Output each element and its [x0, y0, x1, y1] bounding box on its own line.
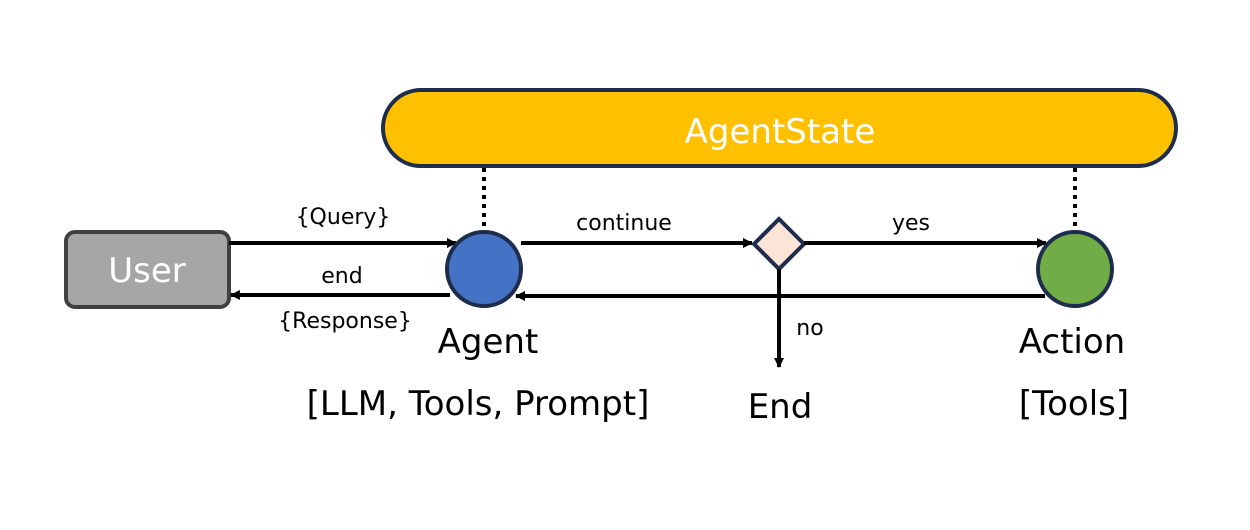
agent-label: Agent	[438, 322, 539, 362]
agent-sublabel: [LLM, Tools, Prompt]	[307, 384, 650, 424]
agent-state-pill	[381, 88, 1178, 168]
response-label: {Response}	[278, 309, 412, 334]
no-label: no	[796, 316, 823, 341]
query-label: {Query}	[296, 205, 391, 230]
end-label: End	[748, 387, 813, 427]
end-return-label: end	[321, 264, 362, 289]
action-label: Action	[1019, 322, 1125, 362]
user-node	[64, 230, 231, 309]
yes-label: yes	[892, 211, 930, 236]
continue-label: continue	[576, 211, 672, 236]
agent-state-label: AgentState	[685, 112, 876, 152]
agent-node	[445, 230, 523, 308]
action-node	[1036, 230, 1114, 308]
action-sublabel: [Tools]	[1019, 384, 1129, 424]
user-label: User	[108, 251, 186, 291]
decision-diamond	[751, 216, 807, 272]
